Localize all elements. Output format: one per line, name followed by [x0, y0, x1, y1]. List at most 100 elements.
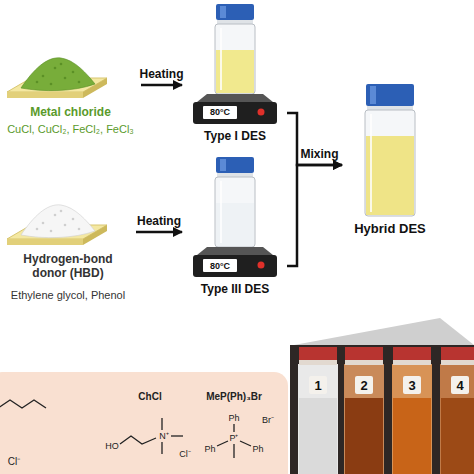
sample-number: 1 [314, 379, 321, 392]
structure-panel [0, 372, 288, 474]
powder-speck [78, 228, 81, 231]
photo-vial-part [299, 398, 337, 474]
photo-vial [298, 347, 338, 474]
hybrid-des-vial: Hybrid DES [345, 82, 435, 237]
node-heading: Type I DES [204, 130, 266, 144]
vial-illustration [185, 2, 285, 128]
vial-illustration [345, 82, 435, 220]
photo-vial-part [345, 360, 383, 365]
sample-number: 4 [456, 379, 463, 392]
photo-vial-part [392, 364, 432, 474]
photo-vial-part [345, 398, 383, 474]
vial-glass [215, 24, 255, 94]
photo-vial-part [441, 360, 474, 365]
vial-cap [216, 4, 254, 20]
node-body: CuCl, CuCl₂, FeCl₂, FeCl₃ [7, 123, 134, 136]
vial-highlight [220, 181, 222, 243]
sample-number: 2 [360, 379, 367, 392]
vial-glass [365, 110, 415, 216]
powder-speck [42, 75, 45, 78]
powder-speck [36, 81, 39, 84]
photo-vial-part [393, 398, 431, 474]
node-heading: Metal chloride [30, 106, 111, 120]
photo-vial-part [440, 364, 474, 474]
powder-speck [54, 214, 57, 217]
atom-label: P⁺ [229, 434, 238, 443]
node-heading: Hybrid DES [354, 222, 426, 237]
powder-speck [64, 77, 67, 80]
compound-name: MeP(Ph)₃Br [206, 392, 262, 402]
atom-label: Br⁻ [262, 416, 274, 425]
powder-speck [42, 222, 45, 225]
powder-speck [78, 81, 81, 84]
hotplate-light [258, 262, 265, 269]
photo-vial-part [441, 347, 474, 365]
hotplate-top [197, 94, 273, 102]
vial-neck [217, 173, 253, 177]
type-i-des-vial: Type I DES [185, 2, 285, 144]
photo-vial-part [451, 376, 469, 394]
node-body: Ethylene glycol, Phenol [11, 289, 125, 302]
photo-vial [392, 347, 432, 474]
photo-vial-part [299, 360, 337, 365]
process-arrow [136, 231, 182, 234]
powder-speck [36, 228, 39, 231]
powder-speck [50, 83, 53, 86]
temperature-display: 80°C [210, 262, 230, 271]
zoom-wedge [294, 318, 474, 345]
photo-vial-part [298, 364, 338, 474]
hotplate-light [258, 109, 265, 116]
photo-vial-part [299, 347, 337, 365]
plate-front [7, 239, 83, 245]
molecule-bonds-part [0, 400, 46, 408]
molecule-bonds-part [217, 441, 228, 446]
compound-name: ChCl [138, 392, 161, 402]
molecule-bonds-part [120, 436, 156, 444]
photo-vial-part [355, 376, 373, 394]
vial-photo [290, 345, 474, 474]
molecule-bonds-part [233, 424, 234, 432]
hotplate-top [197, 247, 273, 255]
metal-chloride-node: Metal chlorideCuCl, CuCl₂, FeCl₂, FeCl₃ [3, 48, 138, 135]
node-heading: Type III DES [201, 283, 269, 297]
atom-label: HO [105, 442, 119, 451]
vial-neck [217, 20, 253, 24]
atom-label: Cl⁻ [8, 457, 20, 467]
vial-neck [367, 106, 413, 110]
cap-highlight [220, 6, 226, 18]
atom-label: Ph [228, 414, 239, 423]
atom-label: Cl⁻ [179, 450, 191, 459]
process-arrow [287, 165, 342, 266]
vial-highlight [220, 28, 222, 90]
powder-pile [21, 205, 95, 238]
atom-label: Ph [204, 445, 215, 454]
process-arrow [141, 84, 182, 87]
cap-highlight [370, 86, 376, 104]
molecule-bonds-part [171, 435, 183, 436]
vial-cap [216, 157, 254, 173]
plate-illustration [3, 48, 133, 104]
plate-front [7, 92, 83, 98]
molecule-bonds [0, 400, 251, 458]
powder-speck [50, 230, 53, 233]
powder-speck [54, 67, 57, 70]
powder-pile [21, 58, 95, 91]
arrow-label: Heating [135, 215, 183, 227]
molecule-bonds-part [161, 418, 162, 430]
node-heading: Hydrogen-bond donor (HBD) [12, 253, 124, 281]
molecule-bonds-part [240, 441, 251, 446]
vial-liquid [366, 136, 414, 215]
photo-vial-part [345, 347, 383, 365]
atom-label: Ph [252, 445, 263, 454]
powder-speck [64, 224, 67, 227]
vial-illustration [185, 155, 285, 281]
photo-vial-part [393, 347, 431, 365]
atom-label: N⁺ [159, 432, 169, 441]
molecule-bonds-part [161, 442, 162, 454]
vial-glass [215, 177, 255, 247]
photo-vial-part [441, 398, 474, 474]
arrow-label: Heating [137, 68, 185, 80]
photo-vial [440, 347, 474, 474]
plate-illustration [3, 195, 133, 251]
hotplate-display [203, 106, 237, 119]
